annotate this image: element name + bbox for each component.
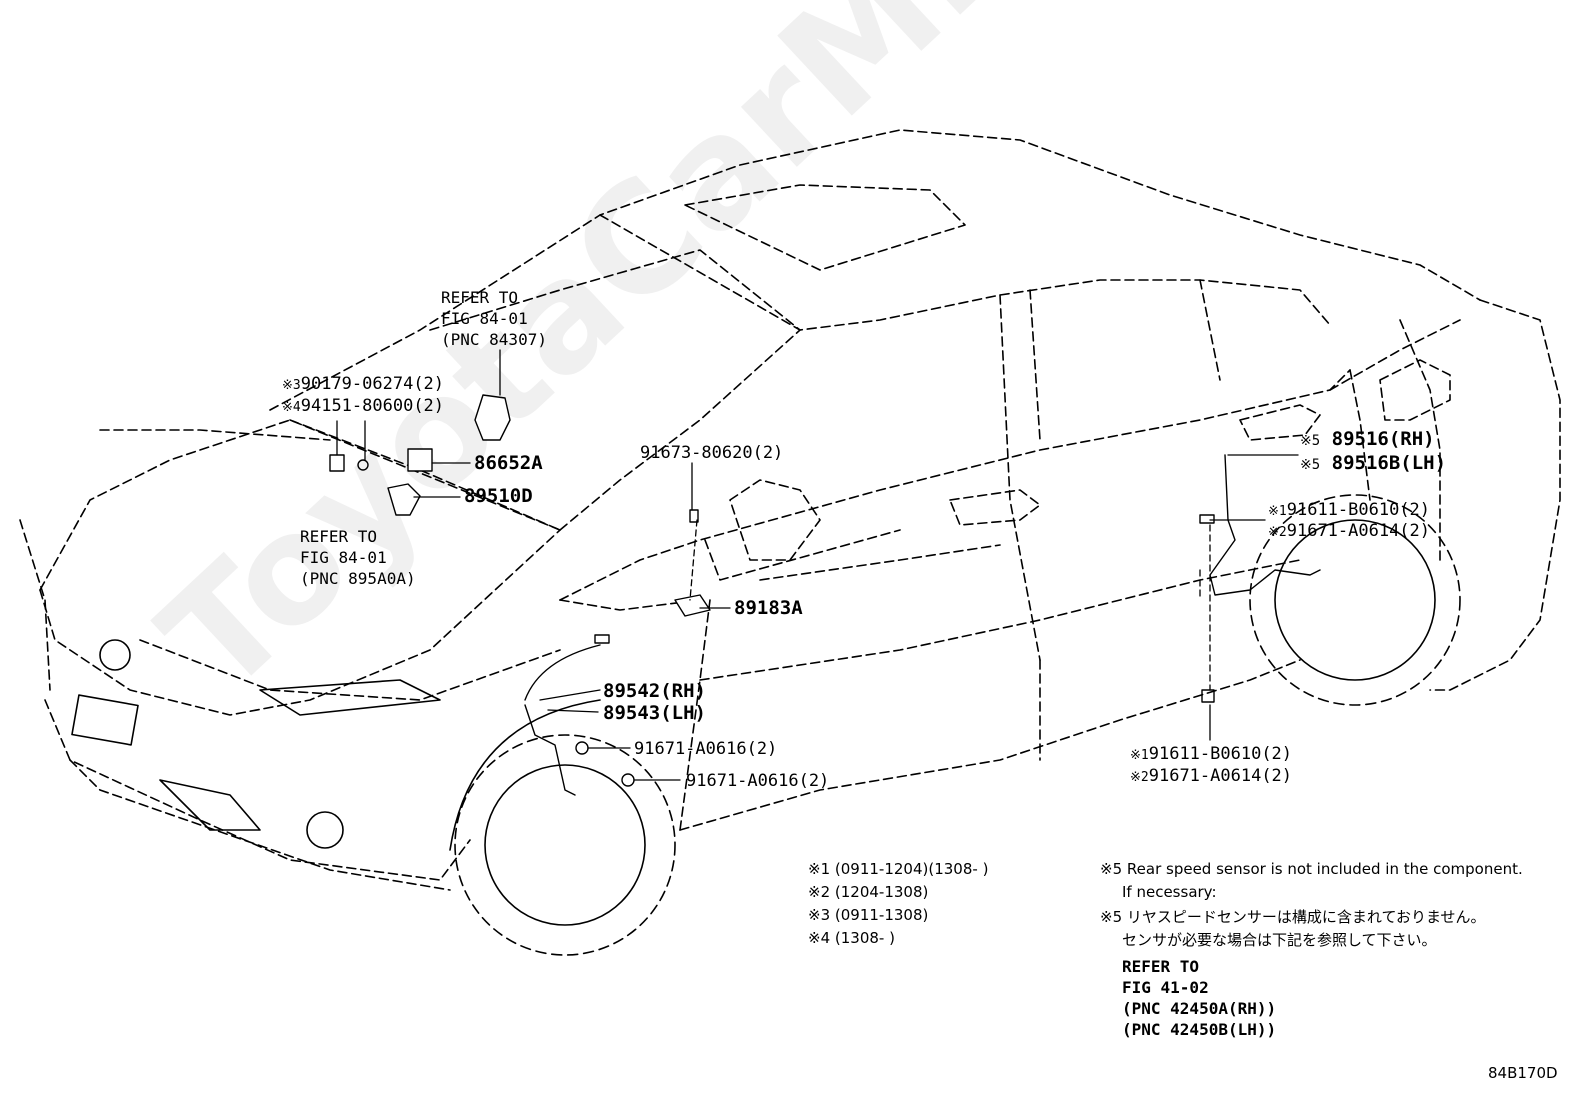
rear-speed-sensor-cable [1209, 454, 1321, 596]
note-mark: ※1 [1130, 748, 1149, 763]
note-text: (1308- ) [834, 929, 895, 947]
part-91671-front-a-label: 91671-A0616(2) [634, 739, 778, 759]
refer-line: (PNC 895A0A) [300, 569, 416, 588]
note-text: Rear speed sensor is not included in the… [1126, 860, 1523, 878]
part-89543-label: 89543(LH) [603, 702, 706, 724]
part-number: 90179-06274(2) [300, 374, 445, 394]
note-mark: ※2 [1268, 525, 1287, 540]
note-mark: ※5 [1100, 908, 1123, 926]
part-89516B-label: ※5 89516B(LH) [1300, 454, 1446, 473]
rear-wheel [1249, 494, 1461, 706]
refer-line: REFER TO [1122, 957, 1200, 976]
note-text: If necessary: [1122, 883, 1217, 901]
refer-line: FIG 84-01 [441, 309, 528, 328]
part-number: 91611-B0610(2) [1286, 500, 1431, 520]
part-number: 94151-80600(2) [300, 396, 445, 416]
note-1: ※1 (0911-1204)(1308- ) [808, 858, 988, 881]
part-91671-front-b-label: 91671-A0616(2) [686, 771, 830, 791]
part-91611-upper-label: ※191611-B0610(2) [1268, 502, 1430, 519]
date-notes: ※1 (0911-1204)(1308- ) ※2 (1204-1308) ※3… [808, 858, 988, 950]
note-5-english: ※5 Rear speed sensor is not included in … [1100, 858, 1523, 904]
refer-line: (PNC 84307) [441, 330, 547, 349]
part-91611-lower-label: ※191611-B0610(2) [1130, 746, 1292, 763]
part-91671-lower-label: ※291671-A0614(2) [1130, 768, 1292, 785]
refer-line: FIG 41-02 [1122, 978, 1209, 997]
note-mark: ※2 [808, 883, 831, 901]
note-mark: ※1 [1268, 504, 1287, 519]
note-mark: ※3 [282, 378, 301, 393]
note-3: ※3 (0911-1308) [808, 904, 988, 927]
part-94151-label: ※494151-80600(2) [282, 398, 444, 415]
relay-icon [329, 454, 345, 472]
part-89516-label: ※5 89516(RH) [1300, 430, 1435, 449]
part-number: 89516(RH) [1331, 428, 1435, 450]
refer-line: (PNC 42450B(LH)) [1122, 1020, 1277, 1039]
part-89183A-label: 89183A [734, 597, 803, 619]
front-fascia [71, 639, 441, 849]
note-text: (0911-1204)(1308- ) [834, 860, 989, 878]
refer-line: REFER TO [300, 527, 378, 546]
refer-line: FIG 84-01 [300, 548, 387, 567]
note-mark: ※5 [1300, 433, 1321, 449]
part-89510D-label: 89510D [464, 485, 533, 507]
sensor-89510D-icon [387, 483, 421, 516]
refer-41-02-label: REFER TO FIG 41-02 (PNC 42450A(RH)) (PNC… [1122, 956, 1276, 1040]
body-outline-dashed [19, 129, 1561, 891]
sensor-84307-icon [474, 394, 511, 441]
note-5-japanese: ※5 リヤスピードセンサーは構成に含まれておりません。 センサが必要な場合は下記… [1100, 906, 1486, 952]
note-mark: ※4 [282, 400, 301, 415]
note-mark: ※4 [808, 929, 831, 947]
bracket-89183A-icon [674, 594, 711, 617]
note-4: ※4 (1308- ) [808, 927, 988, 950]
part-89542-label: 89542(RH) [603, 680, 706, 702]
note-mark: ※3 [808, 906, 831, 924]
note-mark: ※2 [1130, 770, 1149, 785]
refer-84307-label: REFER TO FIG 84-01 (PNC 84307) [441, 287, 547, 350]
note-text: (1204-1308) [834, 883, 929, 901]
note-mark: ※5 [1100, 860, 1123, 878]
part-91671-upper-label: ※291671-A0614(2) [1268, 523, 1430, 540]
part-number: 89516B(LH) [1331, 452, 1447, 474]
part-number: 91671-A0614(2) [1286, 521, 1431, 541]
refer-line: (PNC 42450A(RH)) [1122, 999, 1277, 1018]
part-86652A-label: 86652A [474, 452, 543, 474]
part-number: 91671-A0614(2) [1148, 766, 1293, 786]
note-mark: ※1 [808, 860, 831, 878]
refer-895A0A-label: REFER TO FIG 84-01 (PNC 895A0A) [300, 526, 416, 589]
note-2: ※2 (1204-1308) [808, 881, 988, 904]
part-90179-label: ※390179-06274(2) [282, 376, 444, 393]
note-text: リヤスピードセンサーは構成に含まれておりません。 [1126, 908, 1486, 926]
front-wheel [449, 699, 676, 956]
nut-icon [357, 459, 369, 471]
part-91673-label: 91673-80620(2) [640, 443, 784, 463]
components [329, 394, 1321, 796]
part-number: 91611-B0610(2) [1148, 744, 1293, 764]
leader-lines [336, 349, 1299, 781]
note-text: (0911-1308) [834, 906, 929, 924]
diagram-code: 84B170D [1488, 1064, 1558, 1082]
front-speed-sensor-cable [524, 704, 576, 796]
bolt-icon [689, 509, 699, 523]
front-speed-sensor-wire [524, 644, 601, 701]
note-text: センサが必要な場合は下記を参照して下さい。 [1122, 931, 1437, 949]
note-mark: ※5 [1300, 457, 1321, 473]
refer-line: REFER TO [441, 288, 519, 307]
module-86652A-icon [407, 448, 433, 472]
